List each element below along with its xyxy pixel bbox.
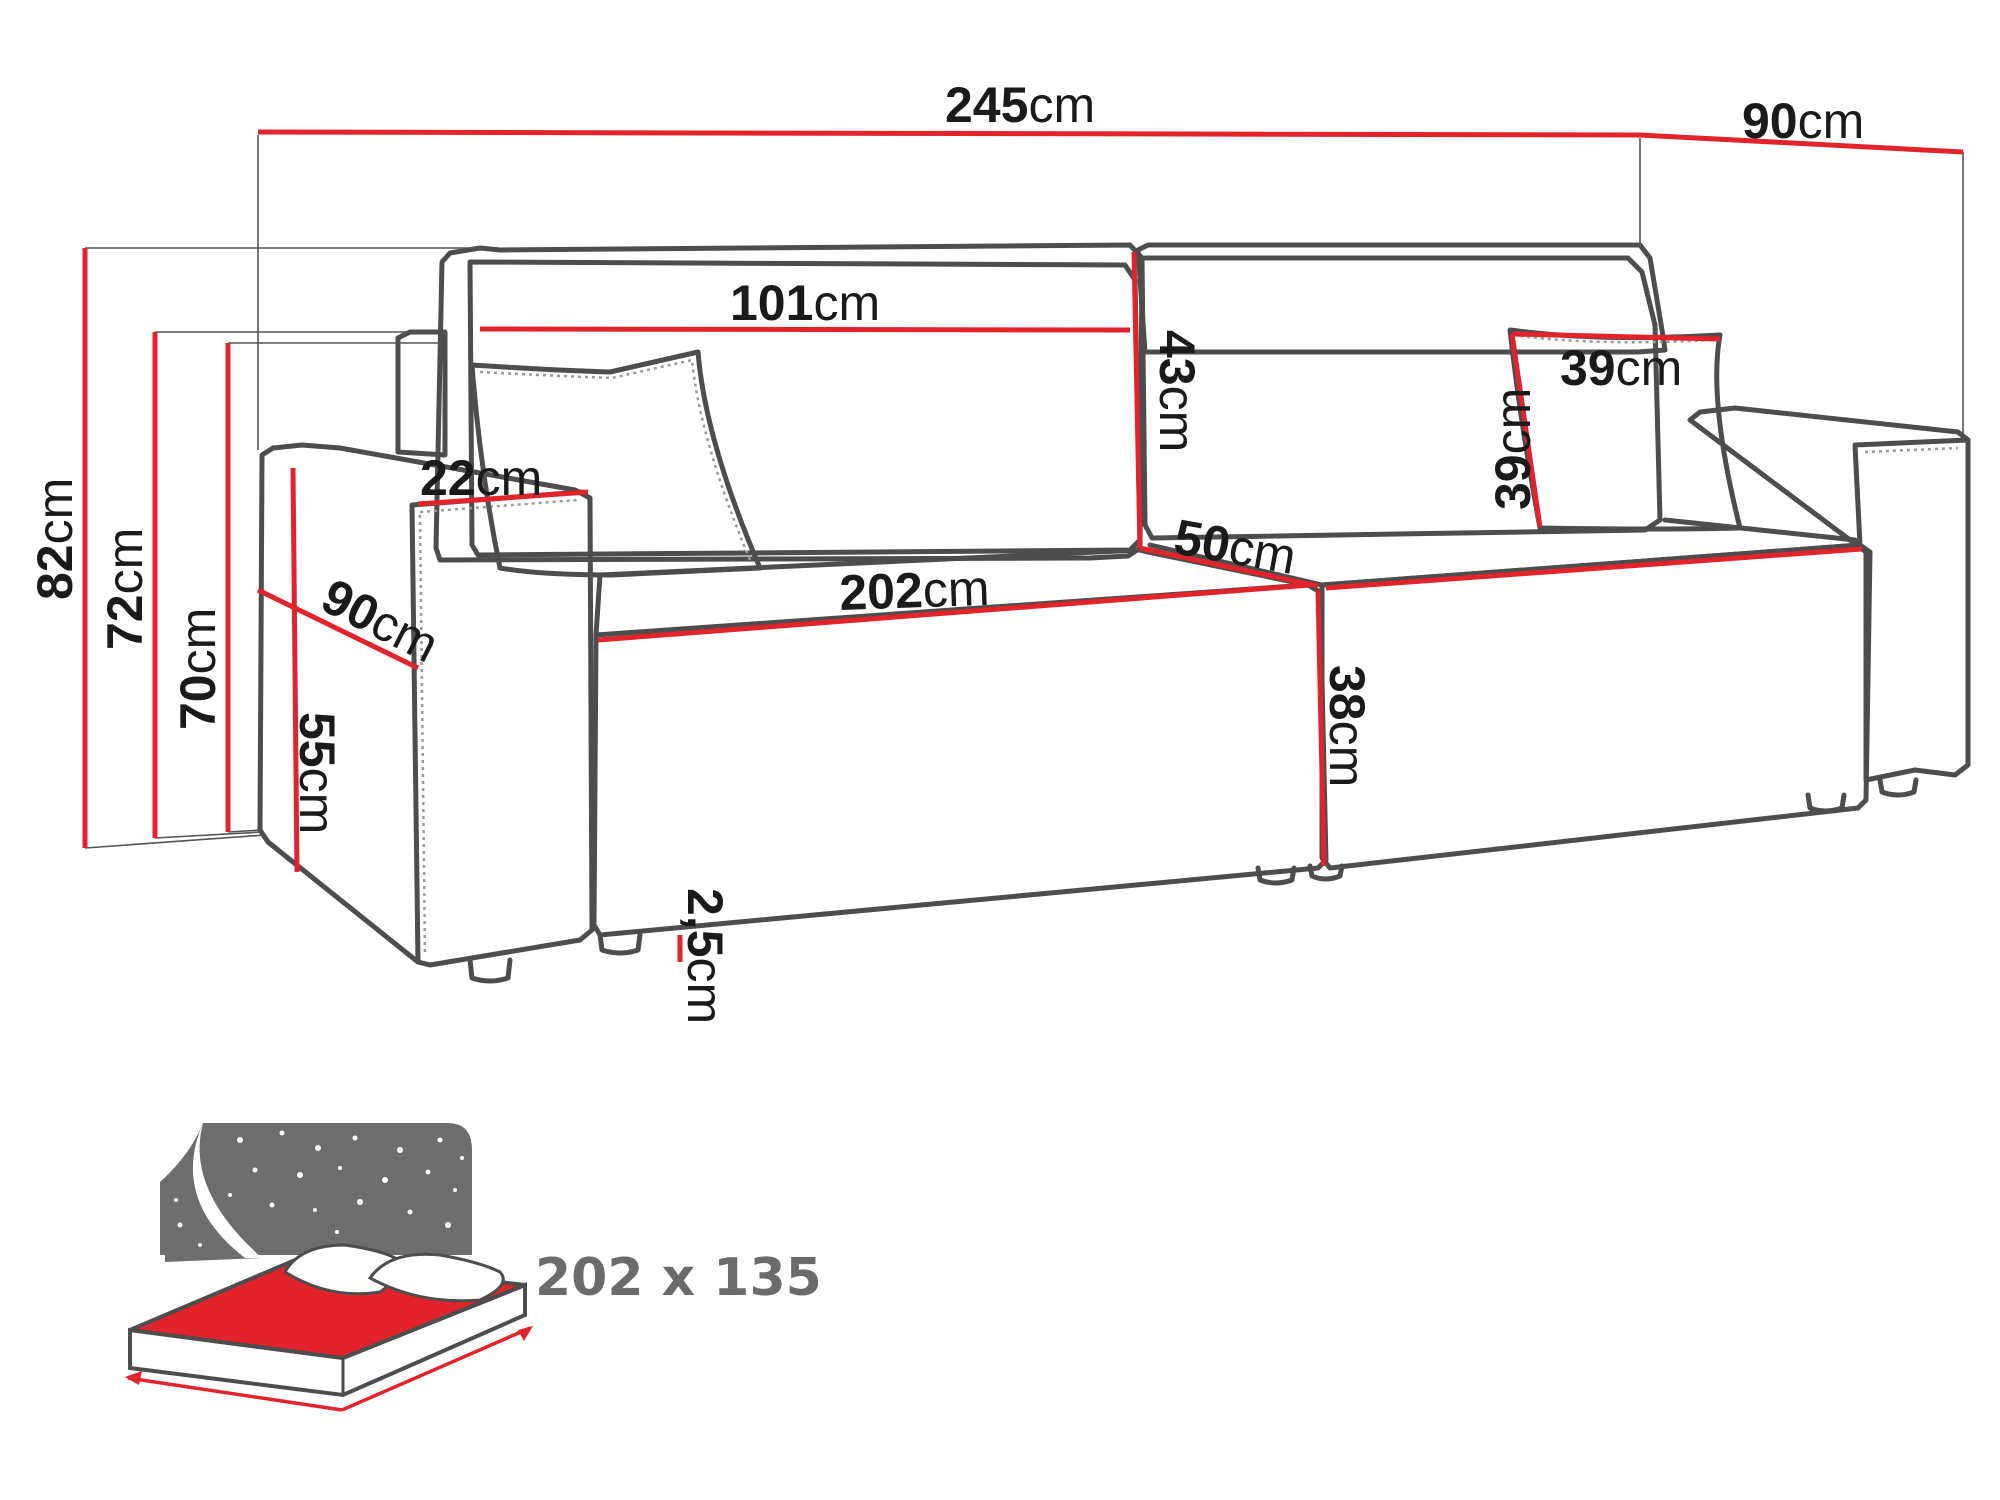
label-leg-height: 2,5cm	[677, 888, 733, 1024]
dim-line-seat-width	[597, 582, 1311, 643]
dimension-lines	[82, 129, 1964, 962]
label-armrest-side-height: 55cm	[289, 712, 345, 834]
label-pillow-width: 39cm	[1560, 340, 1682, 396]
dim-line-backrest-width	[479, 326, 1131, 333]
bed-pillow-right	[367, 1252, 505, 1303]
dim-line-pillow-height	[1509, 333, 1543, 528]
dim-line-total-depth	[1639, 132, 1964, 155]
label-seat-height: 38cm	[1319, 665, 1375, 787]
dim-line-pillow-width	[1511, 331, 1721, 342]
sofa-outline-drawing	[257, 242, 1971, 984]
label-total-depth: 90cm	[1742, 93, 1864, 149]
night-sky-panel-left	[165, 1182, 262, 1262]
dim-line-seat-depth	[1139, 545, 1319, 589]
label-seat-depth: 50cm	[1170, 509, 1300, 585]
night-sky-panel	[160, 1123, 472, 1255]
label-armrest-depth: 90cm	[313, 568, 447, 673]
dim-line-backrest-height	[1131, 251, 1143, 549]
label-backrest-height: 43cm	[1149, 330, 1205, 452]
sleeping-area-size-label: 202 x 135	[535, 1248, 822, 1308]
sleeping-function-icon	[125, 1123, 533, 1412]
dim-line-total-width	[257, 129, 1641, 138]
dimension-labels: 245cm 90cm 101cm 43cm 39cm 39cm 22cm 90c…	[27, 77, 1864, 1024]
label-armrest-height: 70cm	[170, 608, 226, 730]
dim-line-armrest-side-height	[290, 467, 300, 873]
label-total-height: 82cm	[27, 478, 83, 600]
extension-lines	[84, 135, 1964, 849]
dim-line-armrest-width	[417, 489, 589, 507]
label-armrest-width: 22cm	[420, 450, 542, 506]
label-total-width: 245cm	[945, 77, 1095, 133]
label-seat-width: 202cm	[838, 560, 990, 621]
dim-line-seat-height	[1315, 589, 1327, 867]
label-backrest-width: 101cm	[730, 275, 880, 331]
dim-line-armrest-depth	[256, 587, 420, 671]
dim-line-seat-width-right	[1325, 546, 1863, 591]
label-pillow-height: 39cm	[1485, 388, 1541, 510]
stars-icon	[174, 1130, 464, 1247]
label-back-height: 72cm	[97, 528, 153, 650]
